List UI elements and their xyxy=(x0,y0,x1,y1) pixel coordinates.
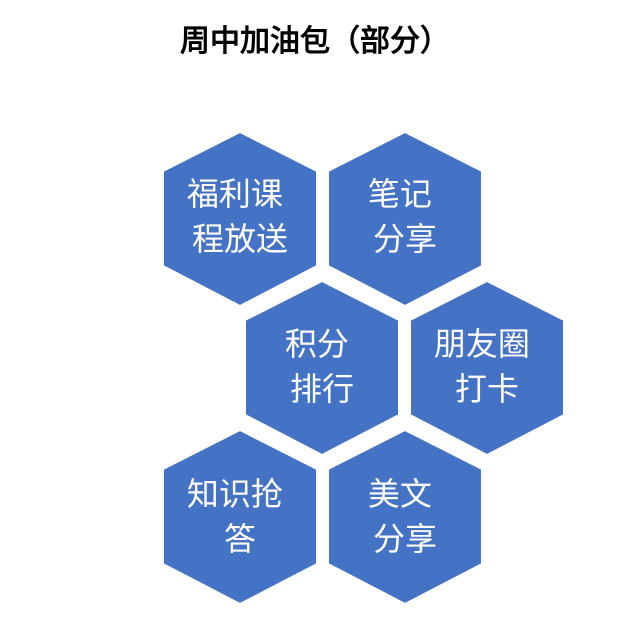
hex-label-line: 分享 xyxy=(373,220,437,258)
hexagon-shape xyxy=(244,279,400,457)
hex-label-line: 答 xyxy=(224,520,256,558)
hex-cell-welfare-course: 福利课 程放送 xyxy=(162,130,318,308)
hexagon-shape xyxy=(409,279,565,457)
hex-label-line: 程放送 xyxy=(192,220,288,258)
svg-text:美文 分享: 美文 分享 xyxy=(368,475,442,558)
hex-label-line: 福利课 xyxy=(187,175,283,213)
hexagon-shape xyxy=(162,130,318,308)
svg-text:笔记 分享: 笔记 分享 xyxy=(368,175,442,258)
hex-label-line: 笔记 xyxy=(368,175,432,213)
svg-text:朋友圈 打卡: 朋友圈 打卡 xyxy=(434,325,540,408)
hex-cell-article-share: 美文 分享 xyxy=(327,428,483,606)
hex-label-line: 积分 xyxy=(285,325,349,363)
hex-label-line: 朋友圈 xyxy=(434,325,530,363)
hex-cell-moments-checkin: 朋友圈 打卡 xyxy=(409,279,565,457)
svg-text:知识抢 答: 知识抢 答 xyxy=(187,475,293,558)
hexagon-shape xyxy=(162,428,318,606)
hex-cell-knowledge-quiz: 知识抢 答 xyxy=(162,428,318,606)
hex-label-line: 知识抢 xyxy=(187,475,283,513)
hex-label-line: 分享 xyxy=(373,520,437,558)
svg-text:福利课 程放送: 福利课 程放送 xyxy=(187,175,293,258)
hex-label-line: 打卡 xyxy=(455,370,519,408)
page-title: 周中加油包（部分） xyxy=(180,24,450,59)
hex-cell-notes-share: 笔记 分享 xyxy=(327,130,483,308)
hex-cell-points-ranking: 积分 排行 xyxy=(244,279,400,457)
hex-label-line: 美文 xyxy=(368,475,432,513)
hexagon-shape xyxy=(327,428,483,606)
hexagon-shape xyxy=(327,130,483,308)
svg-text:积分 排行: 积分 排行 xyxy=(285,325,359,408)
hex-label-line: 排行 xyxy=(290,370,354,408)
